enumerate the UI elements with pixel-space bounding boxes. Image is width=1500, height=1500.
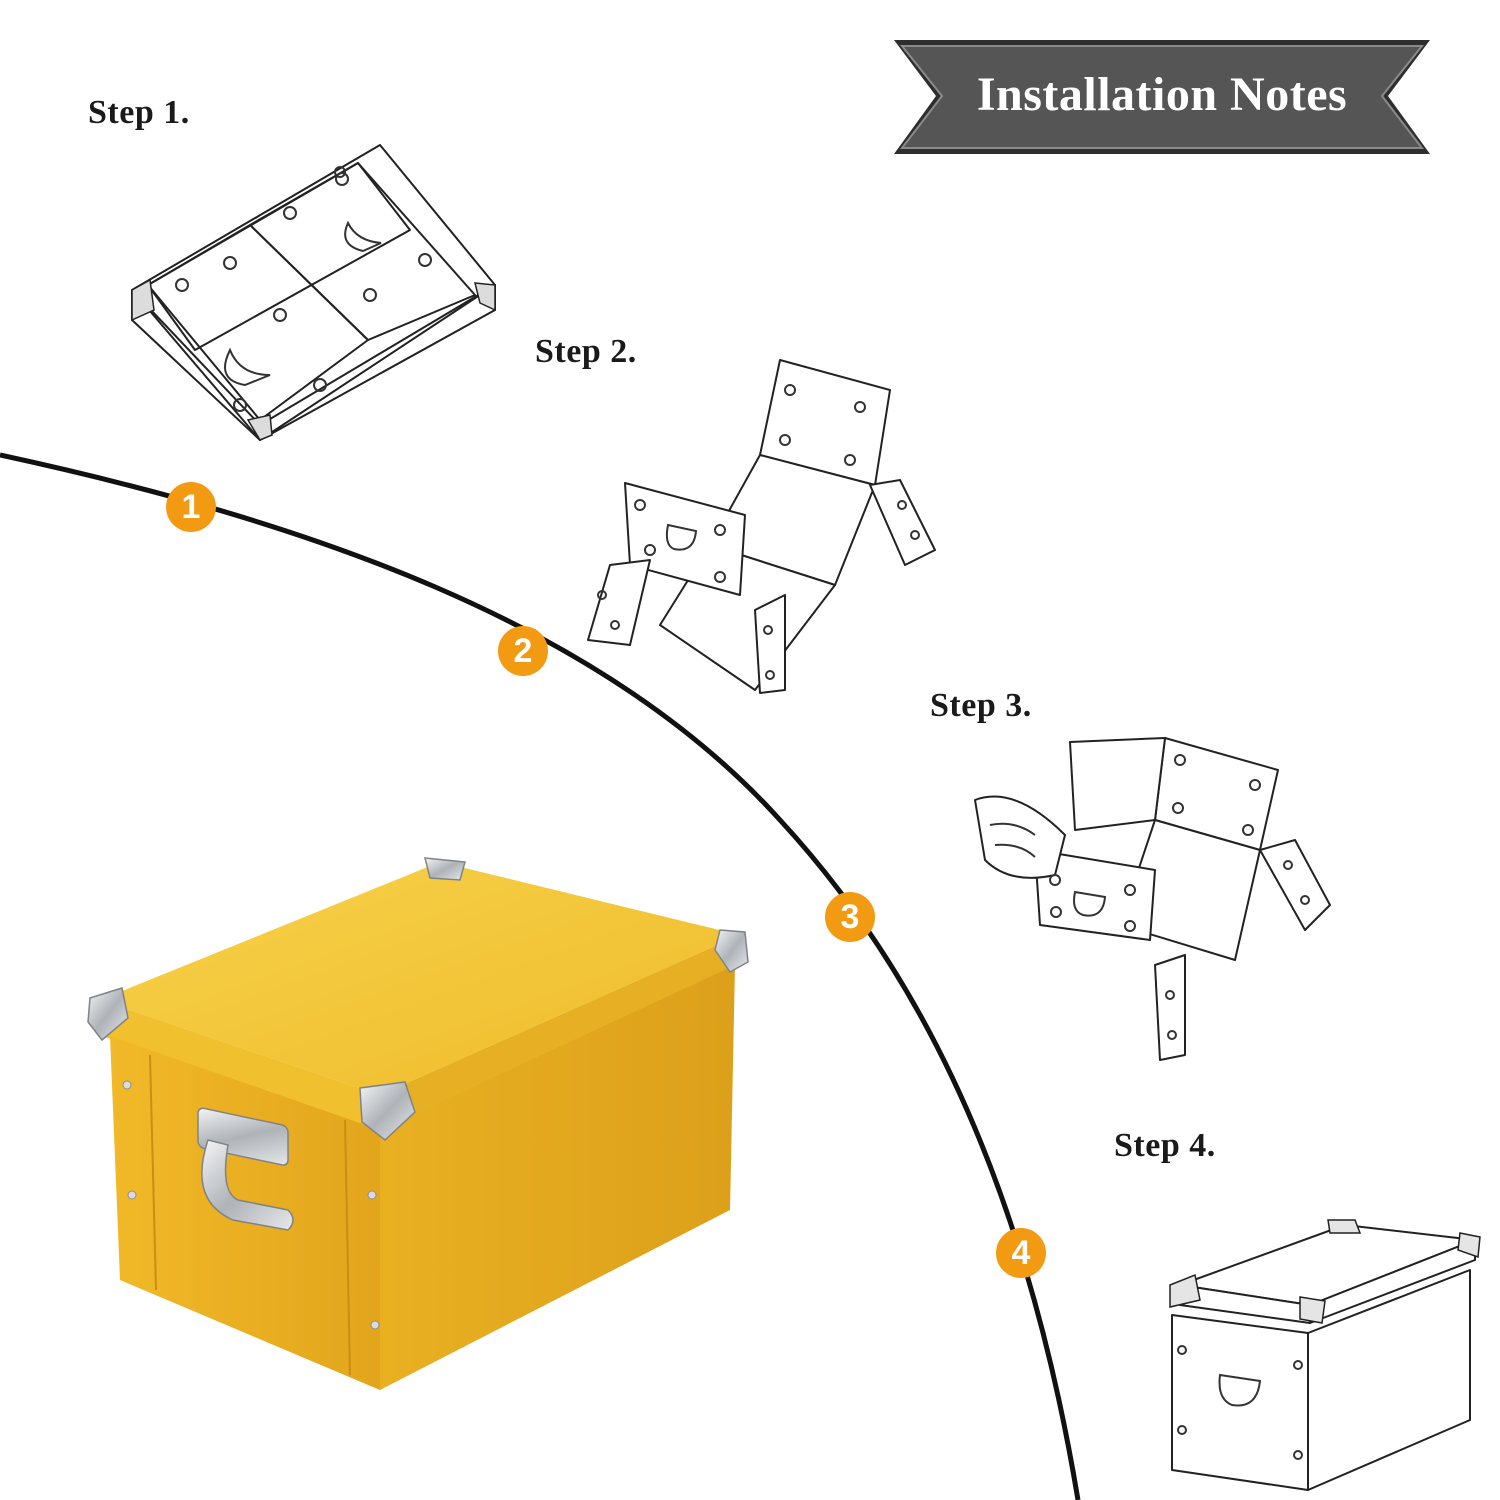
step-1-illustration xyxy=(131,144,496,441)
step-1-marker: 1 xyxy=(166,482,216,532)
step-1-label: Step 1. xyxy=(88,94,190,131)
step-2-illustration xyxy=(587,359,936,694)
yellow-storage-box xyxy=(87,857,749,1390)
banner-title: Installation Notes xyxy=(976,68,1348,121)
step-4-illustration xyxy=(1169,1219,1481,1491)
step-4-label: Step 4. xyxy=(1114,1127,1216,1164)
step-4-marker: 4 xyxy=(996,1228,1046,1278)
step-3-illustration xyxy=(974,737,1331,1061)
step-2-marker: 2 xyxy=(498,626,548,676)
banner-ribbon-shape xyxy=(894,40,1430,154)
title-banner: Installation Notes xyxy=(888,32,1436,164)
step-3-label: Step 3. xyxy=(930,687,1032,724)
step-3-marker: 3 xyxy=(825,892,875,942)
step-2-label: Step 2. xyxy=(535,333,637,370)
